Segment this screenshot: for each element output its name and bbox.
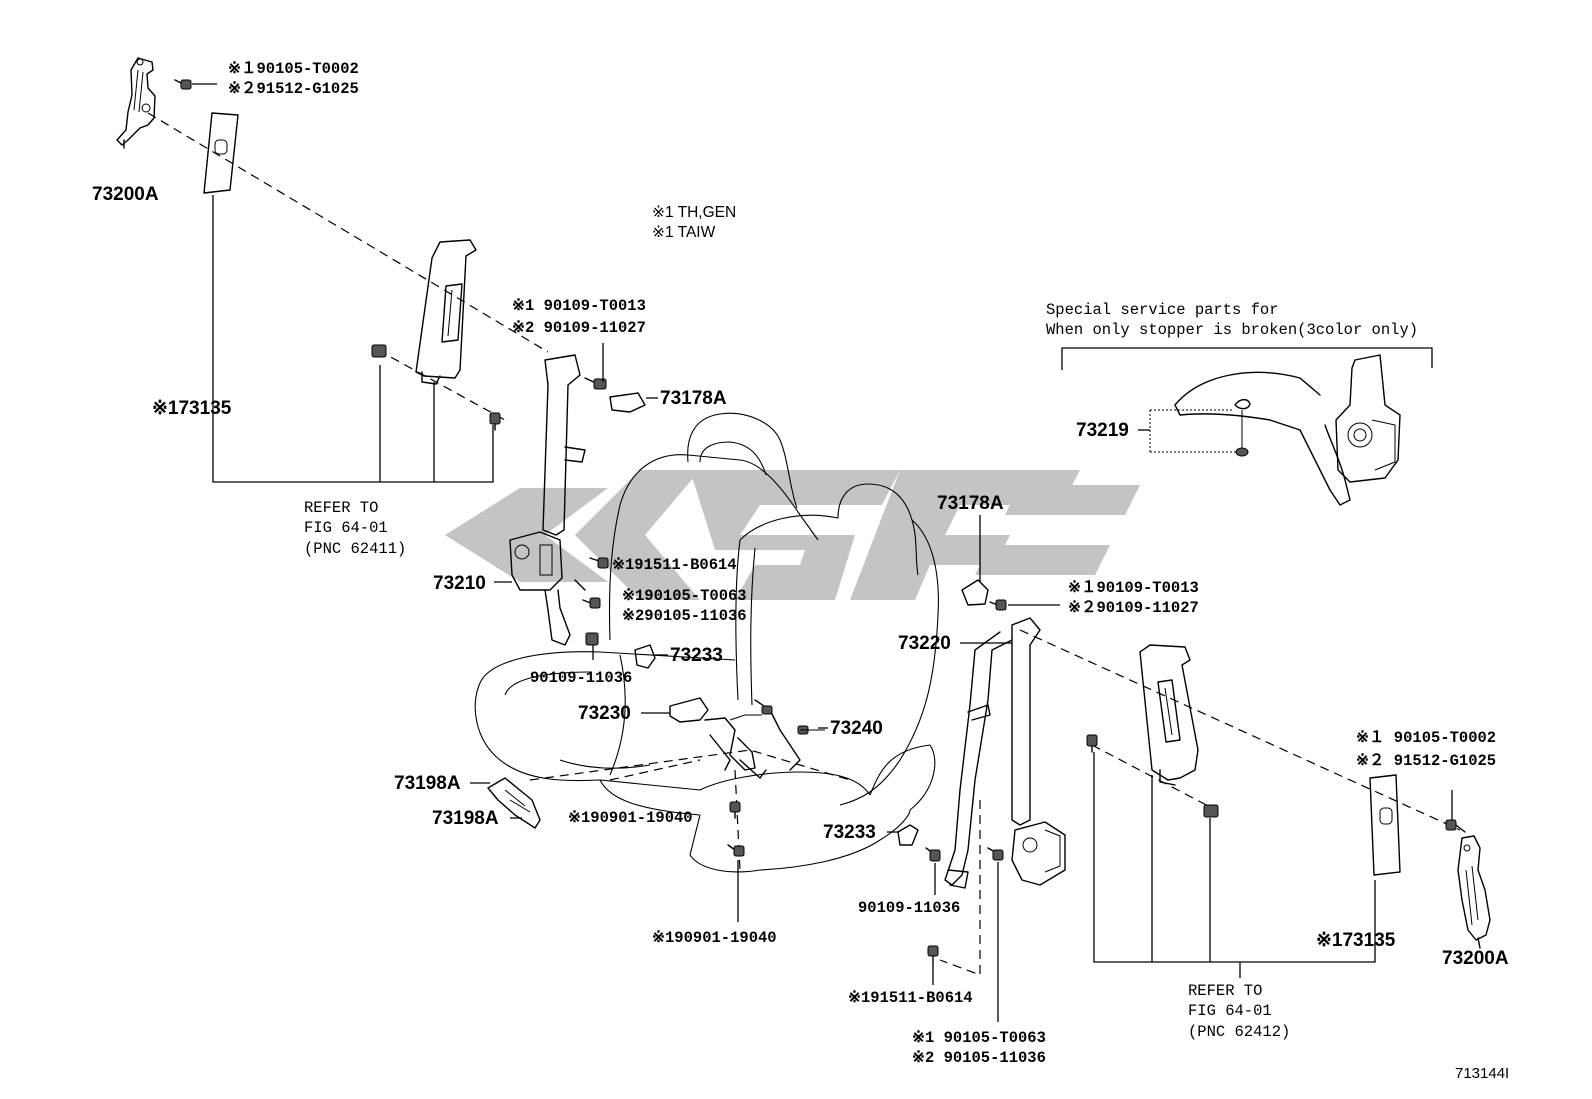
special-note-1: Special service parts for: [1046, 301, 1279, 319]
bolt-label-tl-2: ※２91512-G1025: [228, 80, 359, 98]
bolt-icon-90109-left: [585, 632, 599, 646]
bolt-label-90109-11036-left: 90109-11036: [530, 669, 632, 687]
bolt-label-right-1: ※１90109-T0013: [1068, 579, 1199, 597]
bolt-label-90105-right-2: ※2 90105-11036: [912, 1049, 1046, 1067]
bolt-label-br-1: ※１ 90105-T0002: [1356, 729, 1496, 747]
pillar-garnish-right: [1139, 644, 1199, 786]
part-label-73233-left: 73233: [670, 645, 723, 666]
bolt-icon-90109-right: [925, 847, 941, 862]
part-label-73200a-right: 73200A: [1442, 948, 1509, 969]
assembly-guide-lines: [147, 112, 1461, 976]
bolt-icon-left-b: [489, 412, 501, 431]
part-label-73135-right: ※173135: [1316, 930, 1396, 951]
bolt-icon-191511-left: [589, 557, 609, 569]
refer-left-3: (PNC 62411): [304, 540, 406, 558]
part-label-73230: 73230: [578, 703, 631, 724]
refer-right-2: FIG 64-01: [1188, 1002, 1272, 1020]
bolt-label-90105-left-2: ※290105-11036: [622, 607, 747, 625]
bolt-label-90109-11036-right: 90109-11036: [858, 899, 960, 917]
seat-outline: [474, 412, 939, 873]
cover-73233-left: [634, 644, 656, 669]
seat-belt-right: [944, 617, 1066, 889]
part-label-73200a-left: 73200A: [92, 184, 159, 205]
cover-73198a: [487, 777, 541, 829]
refer-left-1: REFER TO: [304, 499, 378, 517]
bolt-icon-r1: [989, 599, 1007, 611]
seat-belt-left: [509, 354, 586, 646]
bolt-icon-191511-right: [927, 945, 939, 963]
pillar-garnish-left: [415, 239, 477, 385]
special-parts-bracket: [1061, 347, 1433, 370]
part-label-73178a-left: 73178A: [660, 388, 727, 409]
buckle-assembly: [669, 697, 825, 779]
bolt-label-190901-a: ※190901-19040: [568, 809, 693, 827]
part-label-73135-left: ※173135: [152, 398, 232, 419]
special-note-2: When only stopper is broken(3color only): [1046, 321, 1418, 339]
bolt-label-190901-b: ※190901-19040: [652, 929, 777, 947]
bolt-label-right-2: ※２90109-11027: [1068, 599, 1199, 617]
part-label-73210: 73210: [433, 573, 486, 594]
bolt-label-mid-1: ※1 90109-T0013: [512, 297, 646, 315]
part-label-73219: 73219: [1076, 420, 1129, 441]
clip-icon-right: [1203, 804, 1219, 818]
anchor-adjuster-left: [116, 57, 156, 149]
part-label-73198a-upper: 73198A: [394, 773, 461, 794]
part-label-73178a-right: 73178A: [937, 493, 1004, 514]
bolt-icon-190901-b: [727, 844, 745, 857]
cap-icon-right: [961, 579, 989, 606]
bolt-icon-90105-left: [582, 597, 601, 609]
pillar-cover-plate-right: [1369, 774, 1401, 876]
bolt-label-90105-left-1: ※190105-T0063: [622, 587, 747, 605]
part-label-73220: 73220: [898, 633, 951, 654]
refer-right-1: REFER TO: [1188, 982, 1262, 1000]
bolt-icon-90105-right: [987, 847, 1004, 861]
bolt-label-tl-1: ※１90105-T0002: [228, 60, 359, 78]
clip-icon-left: [371, 344, 387, 358]
cap-icon-left: [609, 392, 646, 413]
stopper-detail: [1174, 354, 1401, 506]
bolt-icon-right-pillar: [1086, 734, 1098, 753]
bolt-label-mid-2: ※2 90109-11027: [512, 319, 646, 337]
cover-73233-right: [897, 824, 919, 846]
refer-right-3: (PNC 62412): [1188, 1023, 1290, 1041]
watermark-logo: [445, 470, 1140, 600]
refer-left-2: FIG 64-01: [304, 519, 388, 537]
condition-note-1: ※1 TH,GEN: [652, 204, 736, 221]
bolt-label-90105-right-1: ※1 90105-T0063: [912, 1029, 1046, 1047]
bolt-label-191511-left: ※191511-B0614: [612, 556, 737, 574]
part-label-73240: 73240: [830, 718, 883, 739]
part-label-73233-right: 73233: [823, 822, 876, 843]
condition-note-2: ※1 TAIW: [652, 224, 716, 241]
bolt-label-191511-right: ※191511-B0614: [848, 989, 973, 1007]
bolt-icon-190901-a: [729, 801, 741, 819]
bolt-icon-tl: [174, 79, 192, 90]
anchor-adjuster-right: [1457, 835, 1491, 949]
part-label-73198a-lower: 73198A: [432, 808, 499, 829]
bolt-label-br-2: ※２ 91512-G1025: [1356, 752, 1496, 770]
bolt-icon-br: [1445, 819, 1466, 833]
pillar-cover-plate-left: [203, 112, 239, 194]
figure-id: 713144I: [1455, 1065, 1509, 1082]
